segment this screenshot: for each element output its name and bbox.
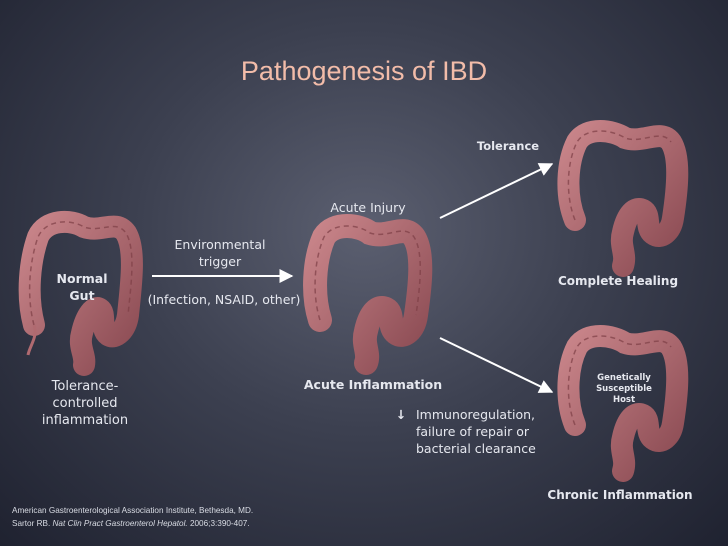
citation-line-1: American Gastroenterological Association… (12, 506, 254, 515)
immunoregulation-label: Immunoregulation, failure of repair or b… (416, 407, 536, 456)
acute-inflammation-label: Acute Inflammation (303, 377, 443, 392)
citation-author: Sartor RB. (12, 519, 51, 528)
healed-colon-illustration (557, 120, 689, 277)
citation: American Gastroenterological Association… (12, 504, 352, 530)
chronic-colon-illustration (557, 325, 689, 482)
trigger-examples-label: (Infection, NSAID, other) (147, 292, 301, 307)
acute-injury-colon-illustration (303, 214, 433, 375)
normal-gut-label: Normal Gut (56, 271, 108, 303)
citation-details: 2006;3:390-407. (189, 519, 250, 528)
page-title: Pathogenesis of IBD (240, 56, 488, 86)
chronic-inflammation-label: Chronic Inflammation (547, 488, 693, 502)
down-arrow-icon: ↓ (395, 407, 407, 422)
tolerance-controlled-label: Tolerance- controlled inflammation (41, 379, 129, 428)
arrow-right-icon (439, 337, 554, 393)
normal-gut-colon-illustration (18, 210, 143, 376)
citation-journal: Nat Clin Pract Gastroenterol Hepatol. (52, 519, 188, 528)
citation-line-2: Sartor RB. Nat Clin Pract Gastroenterol … (12, 517, 352, 530)
tolerance-label: Tolerance (476, 139, 540, 153)
complete-healing-label: Complete Healing (557, 274, 679, 288)
acute-injury-label: Acute Injury (330, 200, 406, 215)
environmental-trigger-label: Environmental trigger (174, 237, 266, 269)
arrow-right-icon (439, 163, 554, 219)
genetically-susceptible-label: Genetically Susceptible Host (596, 373, 652, 405)
